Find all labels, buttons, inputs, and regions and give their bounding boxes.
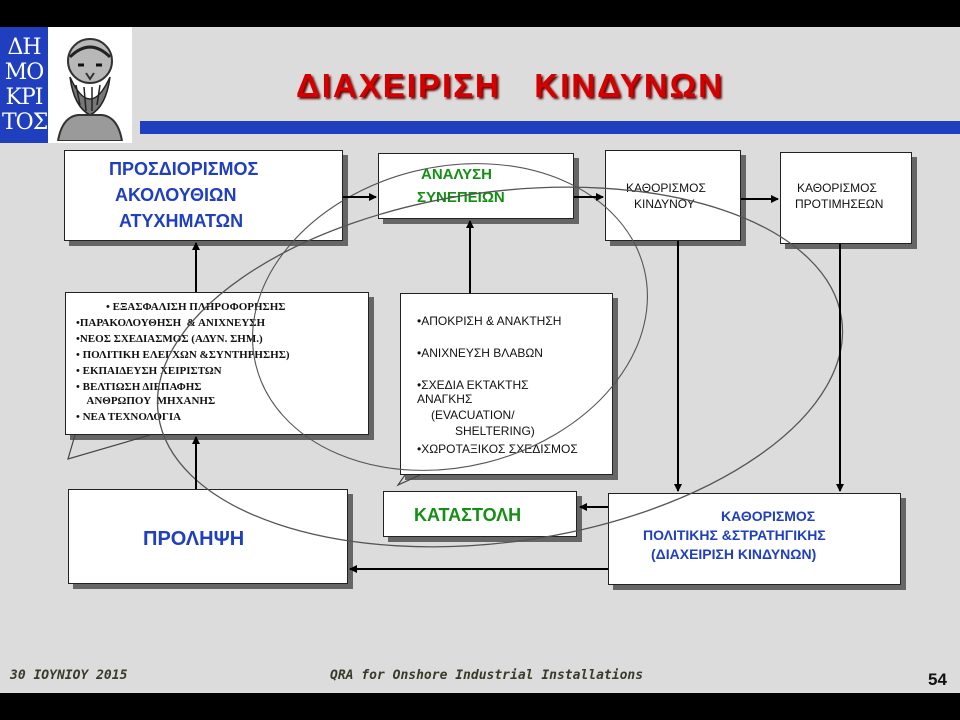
preferences-box: ΚΑΘΟΡΙΣΜΟΣ ΠΡΟΤΙΜΗΣΕΩΝ (780, 152, 912, 244)
sequences-box: ΠΡΟΣΔΙΟΡΙΣΜΟΣ ΑΚΟΛΟΥΘΙΩΝ ΑΤΥΧΗΜΑΤΩΝ (64, 150, 343, 241)
page-title: ΔΙΑΧΕΙΡΙΣΗ ΚΙΝΔΥΝΩΝ (296, 67, 724, 104)
prevention-callout-tail (67, 434, 151, 460)
consequences-box: ΑΝΑΛΥΣΗ ΣΥΝΕΠΕΙΩΝ (378, 153, 574, 219)
inner-cycle-ellipse (252, 163, 648, 471)
logo-letters: ΔΗ ΜΟ ΚΡΙ ΤΟΣ (2, 35, 48, 135)
mitigation-box: ΚΑΤΑΣΤΟΛΗ (383, 491, 577, 537)
title-underline-bar (140, 121, 960, 134)
cycle-ellipse (156, 186, 844, 548)
footer-date: 30 ΙΟΥΝΙΟΥ 2015 (10, 668, 128, 683)
prevention-measures-box: • ΕΞΑΣΦΑΛΙΣΗ ΠΛΗΡΟΦΟΡΗΣΗΣ •ΠΑΡΑΚΟΛΟΥΘΗΣΗ… (65, 292, 369, 435)
response-measures-box: •ΑΠΟΚΡΙΣΗ & ΑΝΑΚΤΗΣΗ •ΑΝΙΧΝΕΥΣΗ ΒΛΑΒΩΝ •… (400, 293, 613, 475)
prevention-box: ΠΡΟΛΗΨΗ (68, 489, 348, 584)
logo: ΔΗ ΜΟ ΚΡΙ ΤΟΣ (0, 27, 132, 143)
policy-box: ΚΑΘΟΡΙΣΜΟΣ ΠΟΛΙΤΙΚΗΣ &ΣΤΡΑΤΗΓΙΚΗΣ (ΔΙΑΧΕ… (608, 493, 901, 585)
page-number: 54 (928, 670, 947, 689)
footer-subject: QRA for Onshore Industrial Installations (330, 668, 644, 683)
logo-blue-panel (0, 27, 48, 143)
diagram-connectors (67, 163, 844, 573)
democritus-bust-icon (56, 38, 124, 141)
response-callout-tail (396, 474, 421, 487)
risk-definition-box: ΚΑΘΟΡΙΣΜΟΣ ΚΙΝΔΥΝΟΥ (605, 150, 741, 241)
slide: ΔΗ ΜΟ ΚΡΙ ΤΟΣ ΔΙΑΧΕΙΡΙΣΗ ΚΙΝΔΥΝΩΝ ΠΡΟΣΔΙ… (0, 27, 960, 693)
